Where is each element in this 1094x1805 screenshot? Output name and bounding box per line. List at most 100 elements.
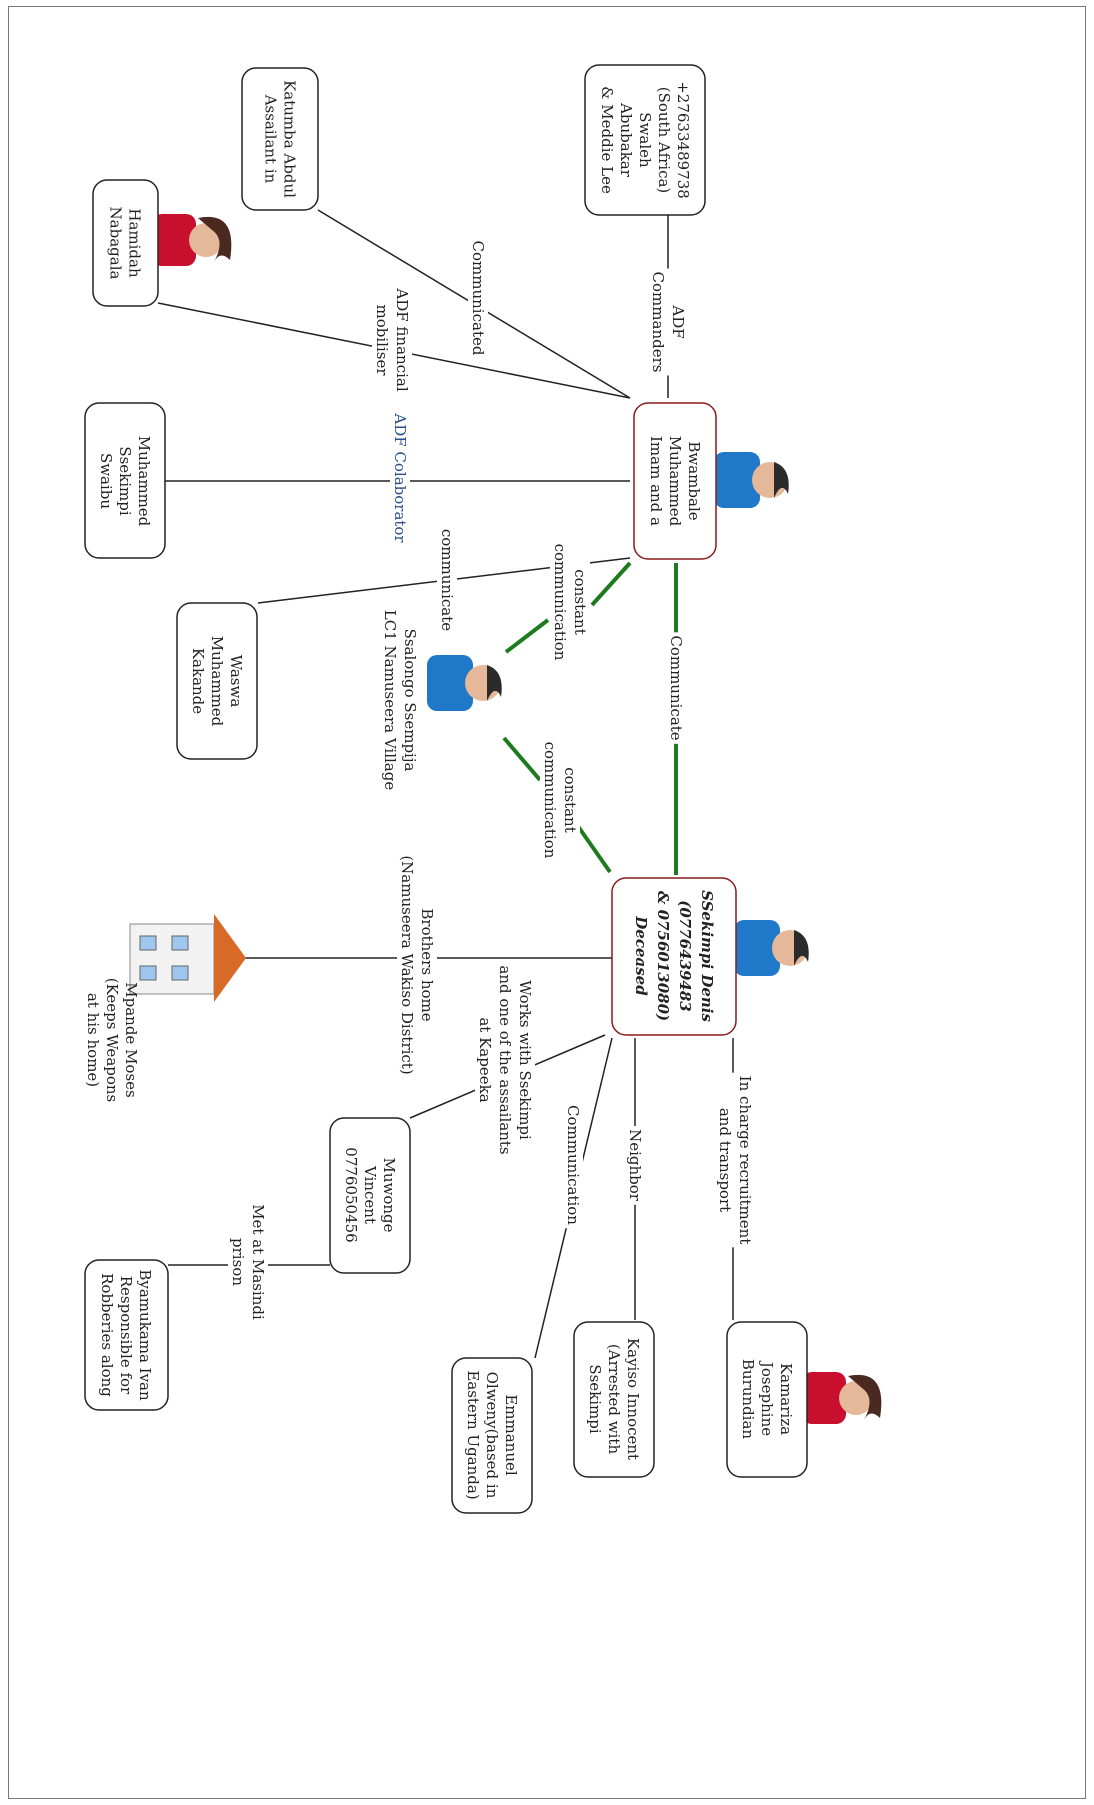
edge-line-text-constant2-0: constant bbox=[561, 767, 579, 832]
edge-label-brothers-home: Brothers home(Namuseera Wakiso District) bbox=[397, 852, 437, 1078]
node-line-byamukama-1: Responsible for bbox=[117, 1276, 135, 1395]
svg-text:HamidahNabagala: HamidahNabagala bbox=[107, 207, 144, 280]
svg-text:Works with Ssekimpiand one of: Works with Ssekimpiand one of the assail… bbox=[476, 965, 534, 1154]
svg-text:Ssalongo SsempijaLC1 Namuseera: Ssalongo SsempijaLC1 Namuseera Village bbox=[381, 610, 419, 791]
svg-text:constantcommunication: constantcommunication bbox=[541, 742, 579, 859]
node-line-hamidah-0: Hamidah bbox=[126, 208, 144, 278]
node-line-sseekimpi-swaibu-2: Swaibu bbox=[97, 453, 115, 509]
svg-text:ADF Colaborator: ADF Colaborator bbox=[391, 412, 409, 543]
edge-line-text-in-charge-0: In charge recruitment bbox=[736, 1076, 754, 1245]
node-line-muwonge-2: 0776050456 bbox=[342, 1147, 360, 1242]
edge-label-bg bbox=[397, 852, 437, 1078]
node-label-mpande: Mpande Moses(Keeps Weaponsat his home) bbox=[84, 978, 140, 1102]
edge-label-bg bbox=[380, 606, 420, 794]
edge-label-colaborator: ADF Colaborator bbox=[390, 409, 410, 547]
edge-label-bg bbox=[468, 237, 488, 359]
node-box-phone bbox=[584, 64, 706, 216]
edge-line-text-constant1-0: constant bbox=[571, 569, 589, 634]
edge-label-met-masindi: Met at Masindiprison bbox=[228, 1201, 268, 1324]
node-line-hamidah-1: Nabagala bbox=[107, 207, 125, 280]
node-box-emmanuel bbox=[451, 1357, 533, 1514]
edge-label-bg bbox=[372, 284, 412, 395]
node-line-denis-1: (0776439483 bbox=[676, 900, 694, 1011]
node-line-emmanuel-1: Olweny(based in bbox=[483, 1372, 501, 1499]
svg-text:Communicated: Communicated bbox=[469, 241, 487, 356]
edge-line-ssalongo-denis-b bbox=[573, 820, 612, 874]
node-line-byamukama-0: Byamukama Ivan bbox=[136, 1269, 154, 1401]
edge-line-text-in-charge-1: and transport bbox=[716, 1108, 734, 1212]
svg-text:communicate: communicate bbox=[438, 529, 456, 631]
man-icon-denis bbox=[734, 920, 809, 976]
svg-text:constantcommunication: constantcommunication bbox=[551, 544, 589, 661]
edge-line-text-works-with-2: at Kapeeka bbox=[476, 1017, 494, 1102]
node-box-denis bbox=[611, 877, 737, 1036]
svg-text:MuhammedSsekimpiSwaibu: MuhammedSsekimpiSwaibu bbox=[97, 436, 153, 527]
edge-label-bg bbox=[666, 632, 686, 744]
node-box-katumba bbox=[241, 67, 319, 211]
node-line-bwambale-1: Muhammed bbox=[666, 436, 684, 527]
node-label-hamidah: HamidahNabagala bbox=[107, 207, 144, 280]
edge-label-bg bbox=[648, 268, 688, 376]
svg-text:BwambaleMuhammedImam and a: BwambaleMuhammedImam and a bbox=[647, 436, 703, 527]
edge-line-text-constant1-1: communication bbox=[551, 544, 569, 661]
edge-line-bwambale-ssalongo-a bbox=[590, 561, 632, 607]
node-label-waswa: WaswaMuhammedKakande bbox=[189, 636, 245, 727]
node-line-kayiso-1: (Arrested with bbox=[605, 1344, 623, 1455]
edge-label-bg bbox=[715, 1072, 755, 1248]
node-line-mpande-0: Mpande Moses bbox=[122, 982, 140, 1097]
edge-label-constant1: constantcommunication bbox=[550, 540, 590, 664]
node-box-kayiso bbox=[573, 1321, 655, 1478]
svg-text:ADFCommanders: ADFCommanders bbox=[649, 272, 687, 373]
edge-label-adf-commanders: ADFCommanders bbox=[648, 268, 688, 376]
node-box-waswa bbox=[176, 602, 258, 760]
edge-line-text-communicate-waswa-0: communicate bbox=[438, 529, 456, 631]
node-line-mpande-1: (Keeps Weapons bbox=[103, 978, 121, 1102]
page-frame bbox=[8, 6, 1086, 1799]
man-icon-bwambale bbox=[714, 452, 789, 508]
woman-icon-hamidah bbox=[152, 214, 232, 266]
node-line-waswa-2: Kakande bbox=[189, 648, 207, 714]
edge-line-text-adf-commanders-0: ADF bbox=[669, 304, 687, 338]
node-line-katumba-0: Katumba Abdul bbox=[281, 80, 299, 198]
node-box-kamariza bbox=[726, 1321, 808, 1478]
node-box-muwonge bbox=[329, 1117, 411, 1274]
edge-line-bwambale-ssalongo-b bbox=[504, 618, 550, 654]
node-label-kamariza: KamarizaJosephineBurundian bbox=[739, 1359, 795, 1440]
svg-text:WaswaMuhammedKakande: WaswaMuhammedKakande bbox=[189, 636, 245, 727]
node-label-emmanuel: EmmanuelOlweny(based inEastern Uganda) bbox=[464, 1370, 520, 1499]
node-line-sseekimpi-swaibu-1: Ssekimpi bbox=[116, 446, 134, 516]
edge-label-bg bbox=[563, 1102, 583, 1229]
svg-text:Communication: Communication bbox=[564, 1105, 582, 1225]
svg-text:KamarizaJosephineBurundian: KamarizaJosephineBurundian bbox=[739, 1359, 795, 1440]
svg-text:MuwongeVincent0776050456: MuwongeVincent0776050456 bbox=[342, 1147, 398, 1242]
edge-line-text-financial-0: ADF financial bbox=[393, 287, 411, 391]
edge-line-text-communication-0: Communication bbox=[564, 1105, 582, 1225]
node-line-sseekimpi-swaibu-0: Muhammed bbox=[135, 436, 153, 527]
edge-label-communication: Communication bbox=[563, 1102, 583, 1229]
node-line-katumba-1: Assailant in bbox=[262, 94, 280, 184]
edge-label-works-with: Works with Ssekimpiand one of the assail… bbox=[475, 962, 535, 1158]
edge-label-communicate-denis: Communicate bbox=[666, 632, 686, 744]
node-label-phone: +27633489738(South Africa)SwalehAbubakar… bbox=[598, 81, 692, 199]
edge-line-text-communicate-denis-0: Communicate bbox=[667, 635, 685, 740]
node-line-muwonge-0: Muwonge bbox=[380, 1157, 398, 1232]
edge-label-financial: ADF financialmobiliser bbox=[372, 284, 412, 395]
node-label-denis: SSekimpi Denis(0776439483& 0756013080)De… bbox=[632, 890, 716, 1022]
edge-line-text-brothers-home-0: Brothers home bbox=[418, 908, 436, 1021]
node-line-bwambale-0: Bwambale bbox=[685, 441, 703, 520]
node-label-bwambale: BwambaleMuhammedImam and a bbox=[647, 436, 703, 527]
node-label-byamukama: Byamukama IvanResponsible forRobberies a… bbox=[98, 1269, 154, 1401]
node-label-sseekimpi-swaibu: MuhammedSsekimpiSwaibu bbox=[97, 436, 153, 527]
edge-label-bg bbox=[228, 1201, 268, 1324]
edge-line-text-adf-commanders-1: Commanders bbox=[649, 272, 667, 373]
edge-label-bg bbox=[390, 409, 410, 547]
svg-text:Katumba AbdulAssailant in: Katumba AbdulAssailant in bbox=[262, 80, 299, 198]
node-line-emmanuel-0: Emmanuel bbox=[502, 1394, 520, 1476]
node-box-hamidah bbox=[92, 179, 159, 307]
edge-line-text-works-with-1: and one of the assailants bbox=[496, 965, 514, 1154]
node-line-ssalongo-1: LC1 Namuseera Village bbox=[381, 610, 399, 791]
svg-text:Byamukama IvanResponsible forR: Byamukama IvanResponsible forRobberies a… bbox=[98, 1269, 154, 1401]
node-label-muwonge: MuwongeVincent0776050456 bbox=[342, 1147, 398, 1242]
node-line-denis-0: SSekimpi Denis bbox=[698, 890, 716, 1022]
edge-line-text-colaborator-0: ADF Colaborator bbox=[391, 412, 409, 543]
